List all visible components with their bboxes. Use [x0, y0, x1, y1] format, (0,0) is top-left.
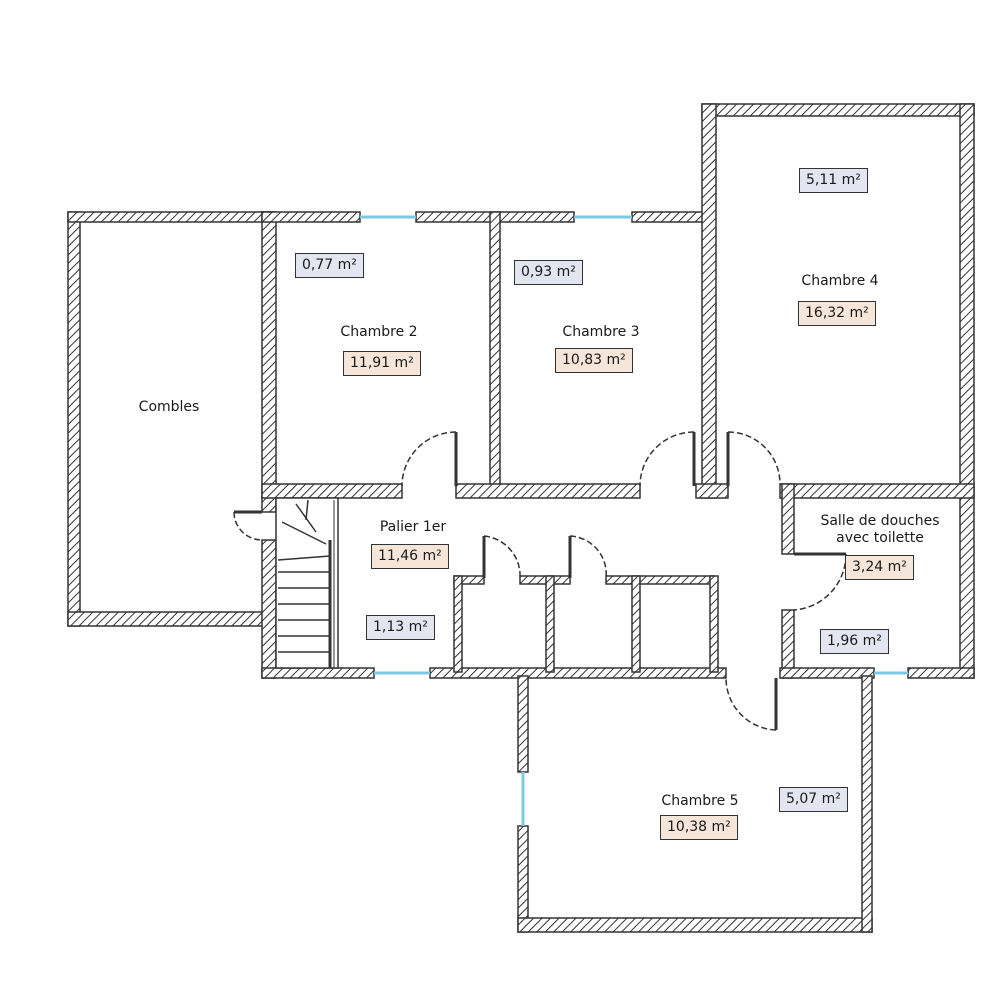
area-badge-chambre-4: 16,32 m²	[798, 301, 876, 326]
room-label-chambre-4: Chambre 4	[801, 273, 879, 289]
room-label-chambre-3: Chambre 3	[562, 324, 640, 340]
windows	[360, 215, 908, 826]
staircase	[275, 497, 339, 669]
room-label-combles: Combles	[138, 399, 200, 415]
area-badge-palier: 11,46 m²	[371, 544, 449, 569]
area-badge-chambre-3: 10,83 m²	[555, 348, 633, 373]
sub-area-badge-salle-de-douches: 1,96 m²	[820, 629, 889, 654]
area-badge-chambre-5: 10,38 m²	[660, 815, 738, 840]
doors	[233, 431, 847, 731]
room-label-chambre-5: Chambre 5	[661, 793, 739, 809]
sub-area-badge-palier: 1,13 m²	[366, 615, 435, 640]
room-label-chambre-2: Chambre 2	[340, 324, 418, 340]
room-label-salle-line1: Salle de douches	[820, 513, 940, 529]
area-badge-chambre-2: 11,91 m²	[343, 351, 421, 376]
sub-area-badge-chambre-5: 5,07 m²	[779, 787, 848, 812]
room-label-salle-de-douches: Salle de douches avec toilette	[820, 513, 939, 547]
sub-area-badge-chambre-3: 0,93 m²	[514, 260, 583, 285]
room-label-palier: Palier 1er	[379, 519, 447, 535]
area-badge-salle-de-douches: 3,24 m²	[845, 555, 914, 580]
walls	[67, 103, 975, 933]
sub-area-badge-chambre-2: 0,77 m²	[295, 253, 364, 278]
room-label-salle-line2: avec toilette	[836, 530, 924, 546]
sub-area-badge-chambre-4: 5,11 m²	[799, 168, 868, 193]
